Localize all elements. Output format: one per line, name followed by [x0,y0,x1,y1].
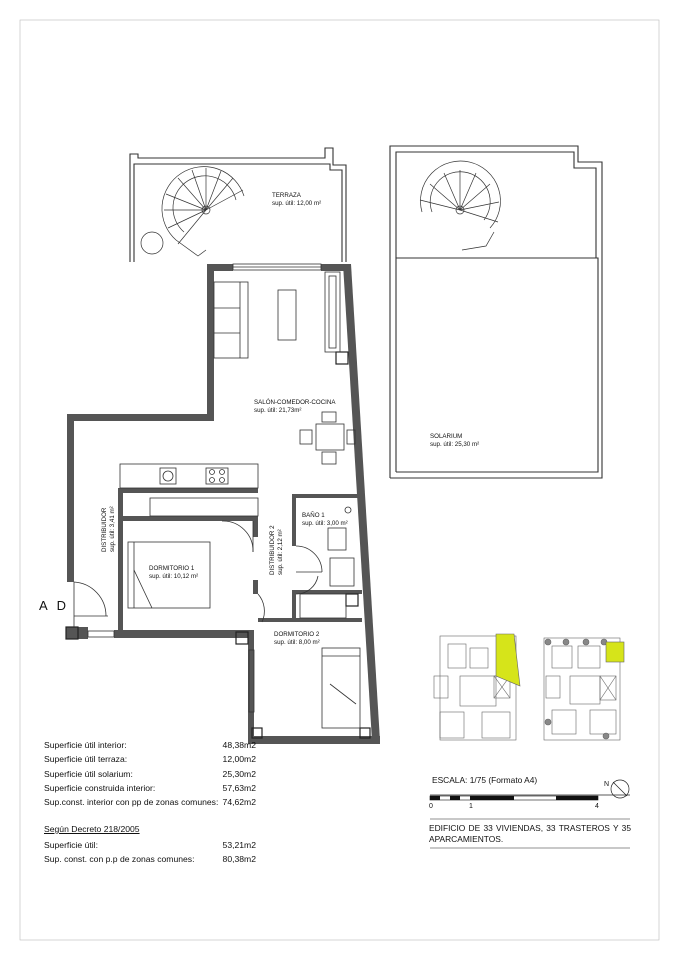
scale-tick-1: 1 [469,803,473,810]
distribuidor2-area: sup. útil: 2,12 m² [277,529,284,575]
surface-row: Superficie útil terraza: 12,00m2 [44,752,256,766]
unit-label: A D [39,598,69,613]
surface-label: Superficie construida interior: [44,782,156,793]
surface-row: Superficie útil solarium: 25,30m2 [44,767,256,781]
scale-tick-0: 0 [429,803,433,810]
solarium-area: sup. útil: 25,30 m² [430,441,479,448]
salon-area: sup. útil: 21,73m² [254,407,301,414]
distribuidor1-area: sup. útil: 3,41 m² [109,506,116,552]
solarium-outline [389,145,603,479]
bedroom-2-furniture [257,593,361,729]
surface-label: Superficie útil solarium: [44,768,133,779]
entry-door [73,581,108,627]
dormitorio1-area: sup. útil: 10,12 m² [149,573,198,580]
salon-name: SALÓN-COMEDOR-COCINA [254,399,336,406]
dormitorio1-name: DORMITORIO 1 [149,565,195,572]
decree-row: Superficie útil: 53,21m2 [44,838,256,852]
surface-value: 25,30m2 [222,768,256,779]
distribuidor2-name: DISTRIBUIDOR 2 [269,525,276,575]
surfaces-table: Superficie útil interior: 48,38m2 Superfi… [44,738,256,809]
surface-value: 57,63m2 [222,782,256,793]
surface-value: 74,62m2 [222,797,256,808]
decree-label: Sup. const. con p.p de zonas comunes: [44,854,195,865]
bathroom-fixtures [295,506,355,595]
surface-label: Sup.const. interior con pp de zonas comu… [44,797,219,808]
surface-row: Superficie construida interior: 57,63m2 [44,781,256,795]
key-plan-floor [433,633,521,741]
decree-title: Según Decreto 218/2005 [44,824,140,834]
scale-bar [429,794,630,849]
terraza-outline [129,147,347,262]
key-plan-roof [543,637,625,741]
scale-tick-4: 4 [595,803,599,810]
north-label: N [604,781,609,788]
building-description: EDIFICIO DE 33 VIVIENDAS, 33 TRASTEROS Y… [429,823,631,844]
surface-value: 12,00m2 [222,754,256,765]
distribuidor1-name: DISTRIBUIDOR [101,507,108,552]
bano-area: sup. útil: 3,00 m² [302,520,348,527]
surface-label: Superficie útil terraza: [44,754,128,765]
spiral-stair-solarium [419,160,501,251]
decree-label: Superficie útil: [44,840,98,850]
decree-value: 53,21m2 [222,840,256,850]
bedroom-1-furniture [127,520,254,609]
surface-value: 48,38m2 [222,740,256,750]
room-labels: TERRAZA sup. útil: 12,00 m² SALÓN-COMEDO… [101,192,479,646]
living-furniture [213,271,356,465]
spiral-stair-terraza [140,166,245,257]
surface-row: Superficie útil interior: 48,38m2 [44,738,256,752]
dormitorio2-name: DORMITORIO 2 [274,631,320,638]
decree-value: 80,38m2 [222,854,256,865]
surface-row: Sup.const. interior con pp de zonas comu… [44,795,256,809]
apartment-walls [66,264,380,744]
north-arrow: N [604,779,630,799]
bano-name: BAÑO 1 [302,512,325,519]
decree-table: Superficie útil: 53,21m2 Sup. const. con … [44,838,256,867]
surface-label: Superficie útil interior: [44,740,127,750]
key-plan-floor-highlight [495,633,521,687]
dormitorio2-area: sup. útil: 8,00 m² [274,639,320,646]
kitchen-counter [119,463,259,517]
windows [87,263,322,713]
key-plan-roof-highlight [605,641,625,663]
scale-label: ESCALA: 1/75 (Formato A4) [432,775,538,785]
terraza-area: sup. útil: 12,00 m² [272,200,321,207]
decree-row: Sup. const. con p.p de zonas comunes: 80,… [44,852,256,866]
terraza-name: TERRAZA [272,192,302,199]
solarium-name: SOLARIUM [430,433,462,440]
page-border [19,19,660,941]
